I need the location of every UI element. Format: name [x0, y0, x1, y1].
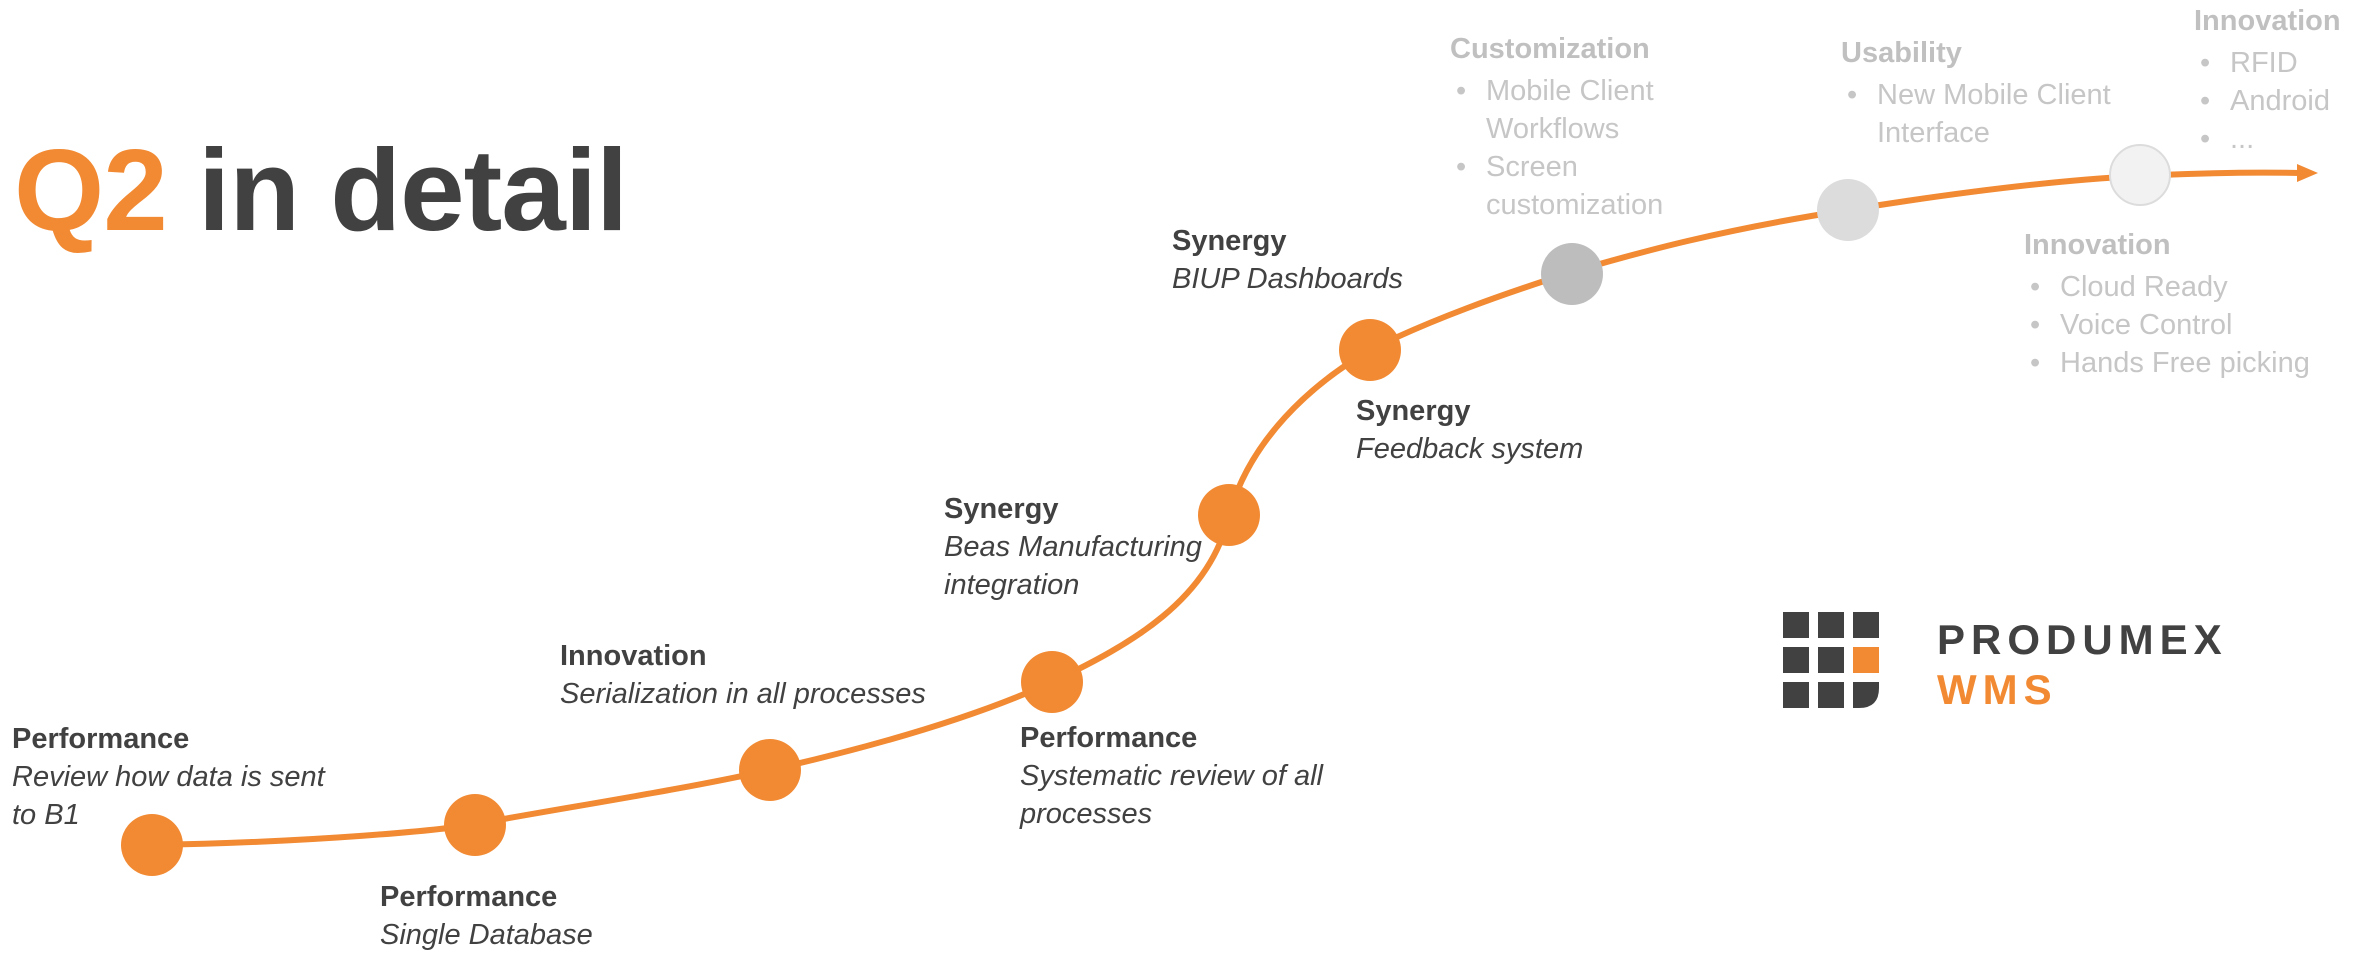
milestone-node[interactable] — [121, 814, 183, 876]
future-heading: Customization — [1450, 33, 1650, 65]
produmex-wms-logo: PRODUMEX WMS — [1783, 612, 2222, 722]
logo-grid-icon — [1783, 612, 1879, 708]
milestone-performance-database: Performance Single Database — [380, 878, 593, 954]
future-list: RFID Android ... — [2194, 44, 2341, 158]
future-usability: Usability New Mobile Client Interface — [1841, 34, 2111, 152]
milestone-heading: Performance — [380, 881, 558, 913]
milestone-node[interactable] — [444, 794, 506, 856]
future-list: Mobile Client Workflows Screen customiza… — [1450, 72, 1663, 224]
milestone-description: BIUP Dashboards — [1172, 263, 1404, 295]
future-node[interactable] — [2109, 144, 2171, 206]
future-node[interactable] — [1817, 179, 1879, 241]
title-highlight: Q2 — [14, 125, 168, 255]
future-node[interactable] — [1541, 243, 1603, 305]
milestone-synergy-biup: Synergy BIUP Dashboards — [1172, 222, 1403, 298]
milestone-heading: Performance — [12, 723, 190, 755]
list-item: Screen customization — [1450, 148, 1663, 224]
milestone-node[interactable] — [1339, 319, 1401, 381]
milestone-performance-b1: Performance Review how data is sent to B… — [12, 720, 325, 834]
future-innovation-rfid: Innovation RFID Android ... — [2194, 2, 2341, 158]
milestone-synergy-feedback: Synergy Feedback system — [1356, 392, 1583, 468]
page-title: Q2 in detail — [14, 132, 628, 248]
arrowhead — [2297, 164, 2318, 182]
future-heading: Innovation — [2024, 229, 2171, 261]
logo-name: PRODUMEX — [1937, 616, 2228, 663]
future-heading: Innovation — [2194, 5, 2341, 37]
milestone-innovation-serialization: Innovation Serialization in all processe… — [560, 637, 926, 713]
milestone-heading: Synergy — [1356, 395, 1471, 427]
list-item: Voice Control — [2024, 306, 2310, 344]
milestone-node[interactable] — [1198, 484, 1260, 546]
list-item: Cloud Ready — [2024, 268, 2310, 306]
list-item: RFID — [2194, 44, 2341, 82]
list-item: ... — [2194, 120, 2341, 158]
logo-product: WMS — [1937, 666, 2058, 713]
milestone-description: Beas Manufacturing integration — [944, 531, 1202, 601]
future-innovation-cloud: Innovation Cloud Ready Voice Control Han… — [2024, 226, 2310, 382]
milestone-heading: Innovation — [560, 640, 707, 672]
milestone-heading: Synergy — [1172, 225, 1287, 257]
milestone-description: Feedback system — [1356, 433, 1584, 465]
milestone-description: Serialization in all processes — [560, 678, 926, 710]
milestone-description: Systematic review of all processes — [1020, 760, 1323, 830]
future-list: New Mobile Client Interface — [1841, 76, 2111, 152]
milestone-node[interactable] — [739, 739, 801, 801]
future-customization: Customization Mobile Client Workflows Sc… — [1450, 30, 1663, 224]
milestone-description: Review how data is sent to B1 — [12, 761, 325, 831]
roadmap-path — [149, 169, 2303, 848]
list-item: Android — [2194, 82, 2341, 120]
milestone-synergy-beas: Synergy Beas Manufacturing integration — [944, 490, 1202, 604]
milestone-heading: Performance — [1020, 722, 1198, 754]
future-list: Cloud Ready Voice Control Hands Free pic… — [2024, 268, 2310, 382]
milestone-description: Single Database — [380, 919, 593, 951]
future-heading: Usability — [1841, 37, 1962, 69]
milestone-heading: Synergy — [944, 493, 1059, 525]
list-item: New Mobile Client Interface — [1841, 76, 2111, 152]
milestone-node[interactable] — [1021, 651, 1083, 713]
milestone-performance-review: Performance Systematic review of all pro… — [1020, 719, 1323, 833]
list-item: Mobile Client Workflows — [1450, 72, 1663, 148]
title-rest: in detail — [197, 125, 628, 255]
list-item: Hands Free picking — [2024, 344, 2310, 382]
